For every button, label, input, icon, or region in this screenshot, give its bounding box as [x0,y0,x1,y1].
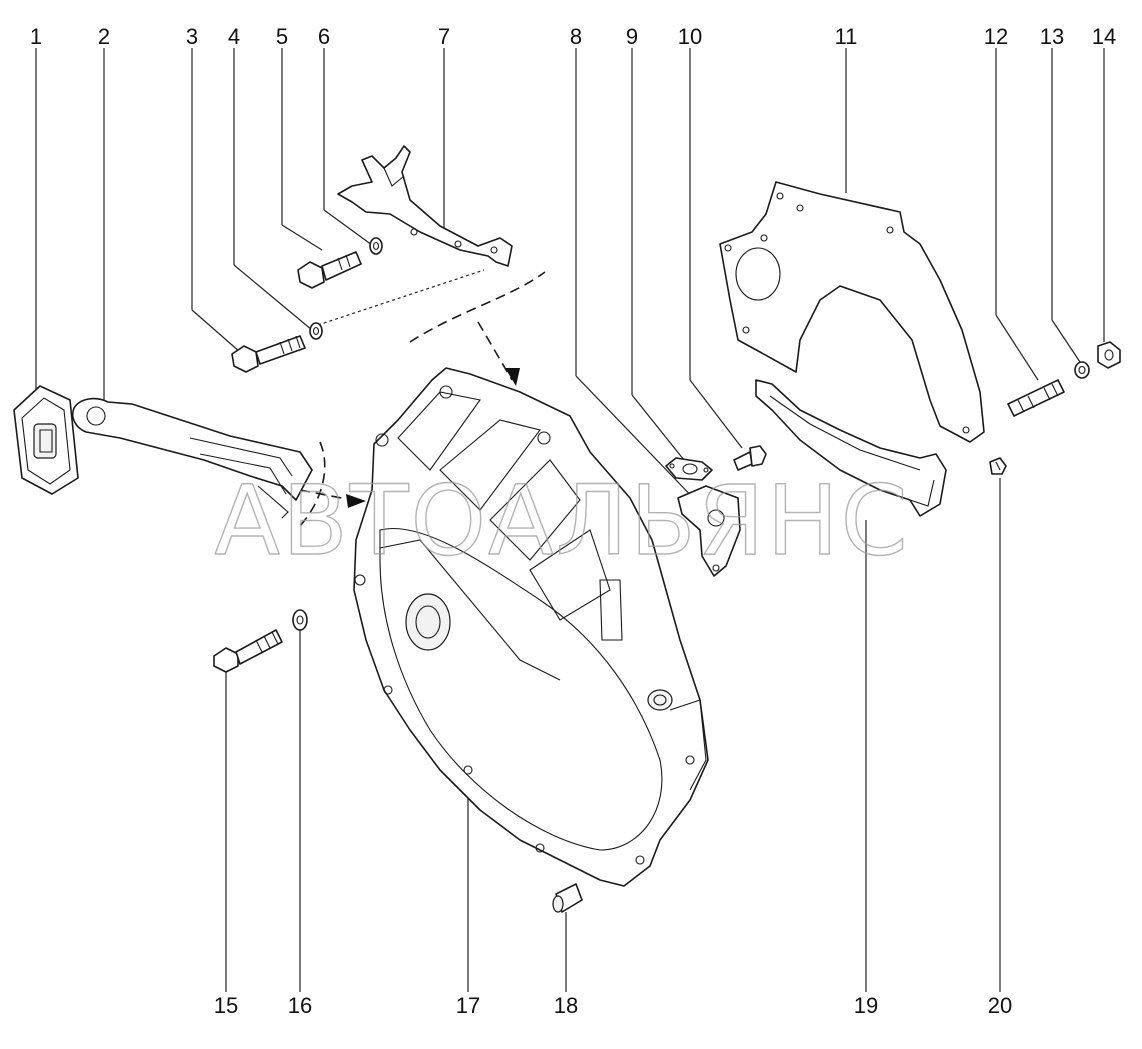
callout-8: 8 [570,24,582,49]
callout-1: 1 [30,24,42,49]
watermark-text: АВТОАЛЬЯНС [214,465,909,577]
callout-17: 17 [456,993,480,1018]
part-11-cover-plate [719,181,985,443]
part-7-bracket [337,145,513,267]
callout-11: 11 [835,24,858,49]
part-9-flange [665,457,713,481]
callout-4: 4 [228,24,240,49]
callout-20: 20 [988,993,1012,1018]
part-18-dowel-sleeve [552,883,583,913]
part-13-washer [1074,361,1090,379]
callout-2: 2 [98,24,110,49]
part-8-support-plate [677,485,741,577]
callout-9: 9 [626,24,638,49]
assembly-path-arrows [297,271,546,529]
callout-5: 5 [276,24,288,49]
callout-15: 15 [214,993,238,1018]
callout-numbers: 1 2 3 4 5 6 7 8 9 10 11 12 13 14 15 16 1… [30,24,1116,1018]
part-10-bolt [733,445,767,471]
callout-7: 7 [438,24,450,49]
part-17-clutch-housing [353,367,709,887]
part-1-dust-boot [13,385,79,495]
callout-3: 3 [186,24,198,49]
leader-lines [35,48,1105,992]
callout-19: 19 [854,993,878,1018]
part-15-bolt [213,629,283,673]
callout-13: 13 [1040,24,1064,49]
callout-18: 18 [554,993,578,1018]
callout-16: 16 [288,993,312,1018]
part-19-arc-plate [755,379,947,517]
part-14-nut [1097,341,1121,369]
part-16-washer [292,609,308,631]
part-2-release-fork [71,397,313,519]
part-4-washer [309,322,323,340]
part-5-bolt [297,251,362,289]
part-12-stud [1007,379,1065,417]
callout-14: 14 [1092,24,1116,49]
callout-6: 6 [318,24,330,49]
callout-10: 10 [678,24,702,49]
callout-12: 12 [984,24,1008,49]
part-3-bolt [231,335,306,373]
part-20-screw [989,457,1007,475]
part-6-washer [369,237,383,255]
